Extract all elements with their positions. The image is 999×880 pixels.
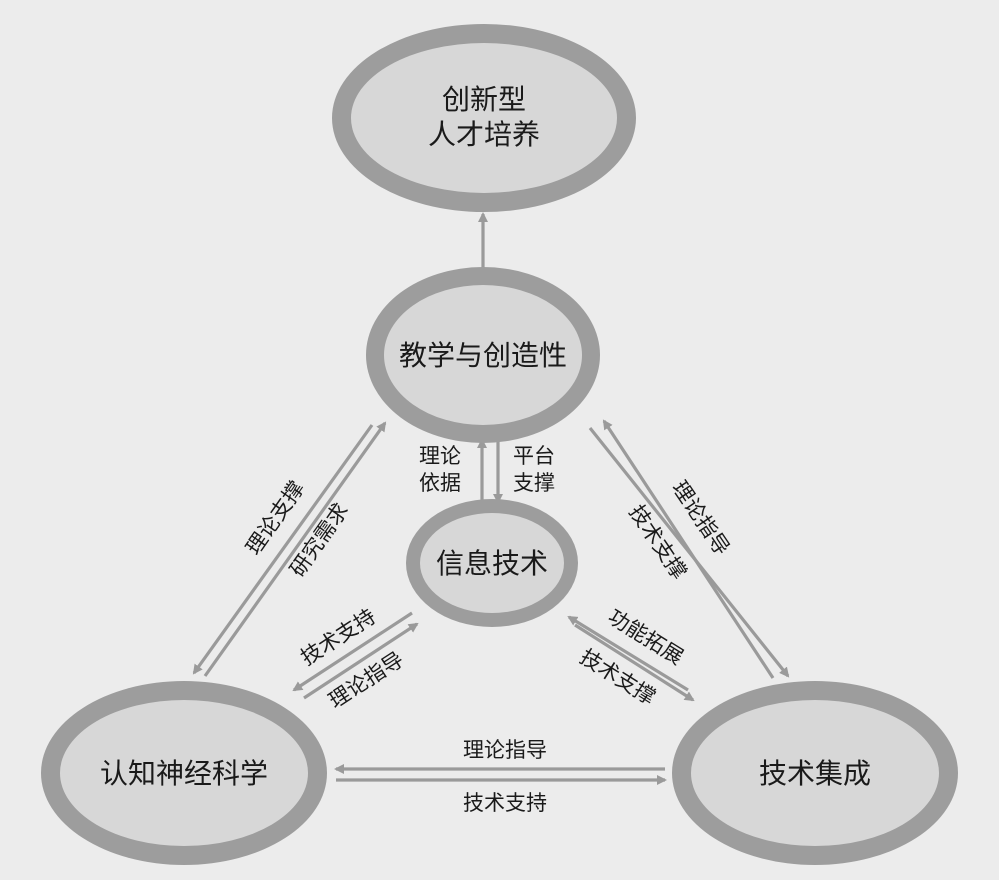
edge-label-theory-basis-line2: 依据 <box>419 471 461 495</box>
edge-label-tech-backing: 技术支撑 <box>576 645 660 710</box>
arrow-neuro-to-teaching <box>203 421 387 677</box>
arrow-teaching-to-neuro <box>192 424 374 675</box>
node-technology-integration: 技术集成 <box>672 681 958 865</box>
node-it-label: 信息技术 <box>436 547 548 580</box>
arrow-neuro-to-it <box>303 622 419 700</box>
node-teaching-label: 教学与创造性 <box>399 339 567 372</box>
edge-label-theory-guidance-right: 理论指导 <box>667 477 734 560</box>
node-talent-line1: 创新型 <box>442 83 526 116</box>
arrow-teaching-to-integration <box>588 427 790 678</box>
node-teaching-creativity: 教学与创造性 <box>366 267 600 443</box>
edge-label-theory-basis-line1: 理论 <box>419 444 461 468</box>
node-cognitive-neuroscience: 认知神经科学 <box>41 681 327 865</box>
node-neuro-label: 认知神经科学 <box>100 757 268 790</box>
arrow-it-to-neuro <box>292 611 413 692</box>
arrow-it-to-integration <box>574 623 695 702</box>
node-integration-label: 技术集成 <box>759 757 871 790</box>
node-talent-cultivation: 创新型 人才培养 <box>332 24 636 212</box>
edge-label-platform-support-line2: 支撑 <box>513 471 555 495</box>
node-information-technology: 信息技术 <box>406 499 578 627</box>
edge-label-tech-support-bottom: 技术支持 <box>463 791 547 815</box>
node-talent-line2: 人才培养 <box>428 118 540 151</box>
edge-label-research-demand: 研究需求 <box>285 499 353 582</box>
edge-label-platform-support-line1: 平台 <box>513 444 555 468</box>
edge-label-function-extension: 功能拓展 <box>604 605 688 670</box>
arrow-integration-to-it <box>567 615 689 692</box>
edge-label-theory-guidance-bottom: 理论指导 <box>463 738 547 762</box>
